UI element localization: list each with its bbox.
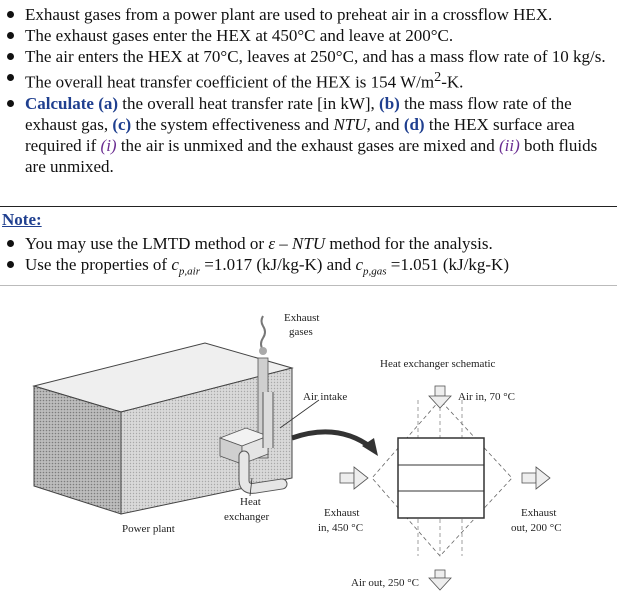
problem-item-text: The overall heat transfer coefficient of…: [25, 72, 435, 92]
part-a-text: the overall heat transfer rate [in kW],: [118, 93, 380, 113]
problem-item: The exhaust gases enter the HEX at 450°C…: [0, 25, 617, 46]
problem-item: Exhaust gases from a power plant are use…: [0, 4, 617, 25]
part-d-label: (d): [403, 114, 425, 134]
part-c-tail: , and: [366, 114, 404, 134]
part-c-label: (c): [112, 114, 132, 134]
problem-item: The air enters the HEX at 70°C, leaves a…: [0, 46, 617, 67]
heat-exchanger-pointer: [249, 477, 253, 497]
curved-arrow-icon: [291, 429, 378, 456]
air-in-arrow-icon: [428, 385, 452, 409]
air-intake-label: Air intake: [303, 391, 347, 403]
problem-item-tail: -K.: [441, 72, 464, 92]
note-item-tail: method for the analysis.: [325, 234, 493, 253]
ntu-term: NTU: [333, 114, 367, 134]
part-b-text: the mass flow rate of the exhaust gas,: [25, 93, 572, 134]
note-list: You may use the LMTD method or ε – NTU m…: [0, 233, 617, 282]
exhaust-out-label-2: out, 200 °C: [511, 522, 562, 534]
cp-air-symbol: c: [171, 255, 179, 274]
problem-item-text: The exhaust gases enter the HEX at 450°C…: [25, 26, 454, 45]
note-item: Use the properties of cp,air =1.017 (kJ/…: [0, 254, 617, 282]
heat-label: Heat: [240, 496, 261, 508]
air-out-label: Air out, 250 °C: [351, 577, 419, 589]
exhaust-in-label-2: in, 450 °C: [318, 522, 363, 534]
problem-item: The overall heat transfer coefficient of…: [0, 67, 617, 93]
power-plant-label: Power plant: [122, 523, 175, 535]
superscript: 2: [434, 69, 442, 85]
part-a-label: (a): [98, 93, 119, 113]
exhaust-out-arrow-icon: [521, 466, 551, 490]
figure-divider: [0, 285, 617, 286]
note-item-text: Use the properties of: [25, 255, 172, 274]
schematic-diagram: [371, 399, 513, 557]
part-b-label: (b): [379, 93, 400, 113]
problem-item-text: Exhaust gases from a power plant are use…: [25, 5, 553, 24]
heat-exchanger-figure: Exhaust gases Air intake Heat exchanger …: [32, 312, 562, 591]
exhaust-in-label-1: Exhaust: [324, 507, 359, 519]
problem-item-text: The air enters the HEX at 70°C, leaves a…: [25, 47, 606, 66]
case-ii-text: both fluids are unmixed.: [25, 135, 598, 176]
exhaust-gases-label-1: Exhaust: [284, 312, 319, 324]
exchanger-label: exchanger: [224, 511, 270, 523]
cp-air-value: =1.017 (kJ/kg-K) and: [199, 255, 356, 274]
case-i-text: the air is unmixed and the exhaust gases…: [116, 135, 499, 155]
cp-gas-symbol: c: [355, 255, 364, 274]
cp-air-subscript: p,air: [178, 265, 200, 278]
note-item-text: You may use the LMTD method or: [25, 234, 269, 253]
air-in-label: Air in, 70 °C: [458, 391, 515, 403]
cp-gas-value: =1.051 (kJ/kg-K): [386, 255, 509, 274]
heat-exchanger-illustration: [218, 392, 288, 494]
epsilon-ntu-term: ε – NTU: [268, 234, 326, 253]
air-intake-pointer: [279, 399, 320, 429]
exhaust-out-label-1: Exhaust: [521, 507, 556, 519]
problem-statement-list: Exhaust gases from a power plant are use…: [0, 4, 617, 177]
cp-gas-subscript: p,gas: [363, 265, 387, 278]
problem-item-calculate: Calculate (a) the overall heat transfer …: [0, 93, 617, 177]
calculate-label: Calculate: [25, 93, 94, 113]
schematic-title: Heat exchanger schematic: [380, 358, 496, 370]
exhaust-gases-label-2: gases: [289, 326, 313, 338]
part-d-text: the HEX surface area required if: [25, 114, 575, 155]
air-out-arrow-icon: [428, 569, 452, 591]
note-item: You may use the LMTD method or ε – NTU m…: [0, 233, 617, 254]
exhaust-in-arrow-icon: [339, 466, 369, 490]
case-ii-label: (ii): [498, 135, 520, 155]
note-heading: Note:: [2, 210, 42, 229]
case-i-label: (i): [100, 135, 117, 155]
part-c-text: the system effectiveness and: [131, 114, 334, 134]
section-divider: [0, 206, 617, 207]
